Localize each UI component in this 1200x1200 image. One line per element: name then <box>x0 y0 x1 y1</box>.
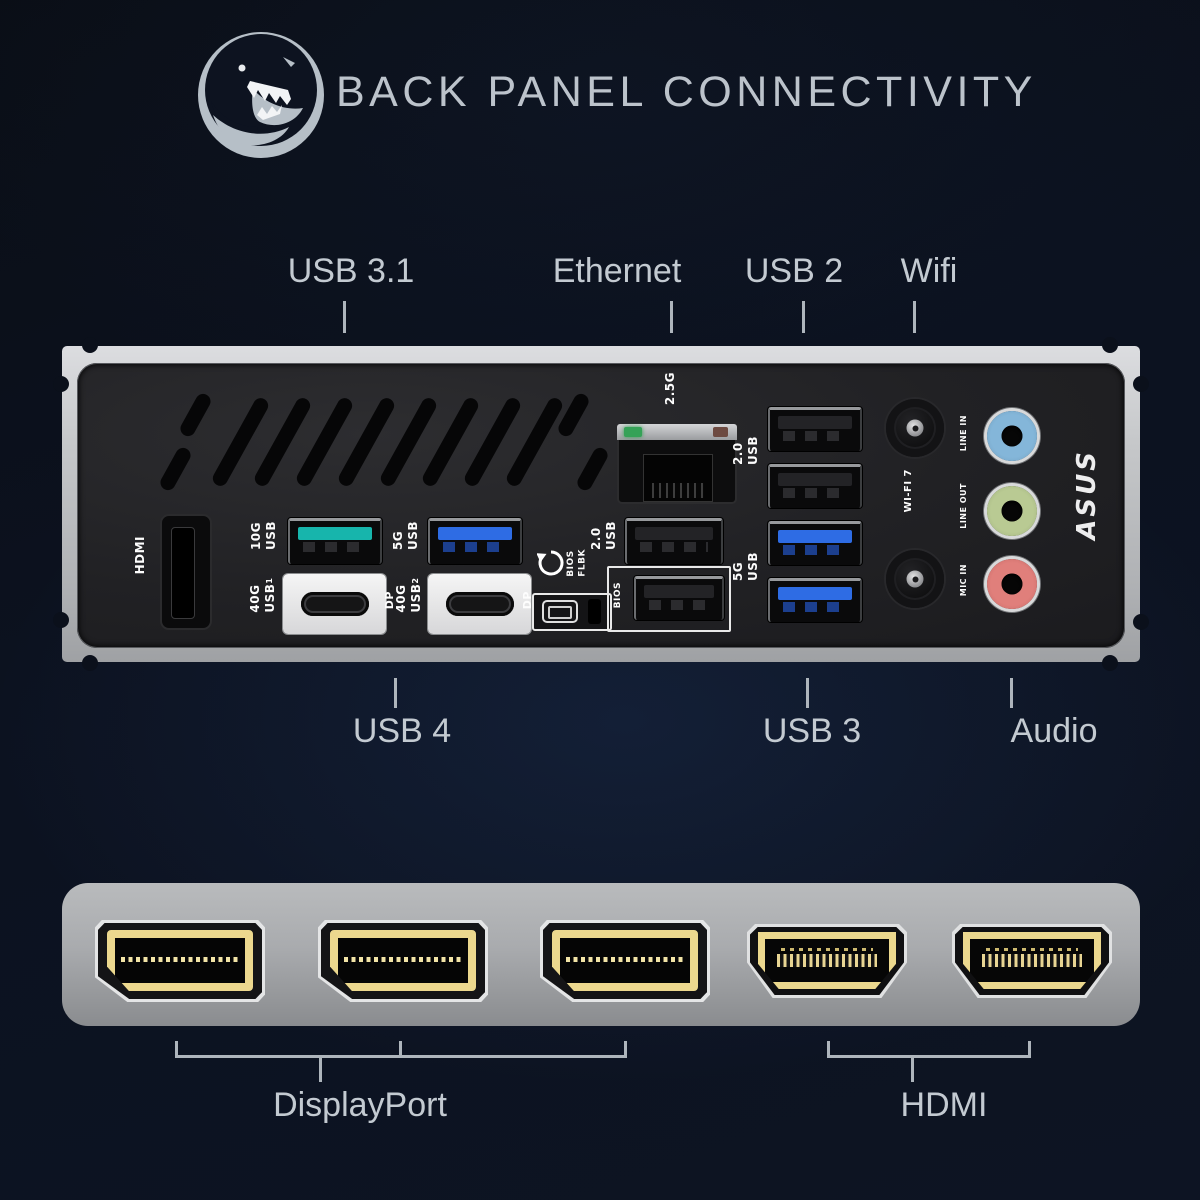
mic-in-jack <box>987 559 1037 609</box>
bracket-notch <box>1133 614 1149 630</box>
bios-flashback-icon <box>537 550 564 576</box>
hdmi-port-label: HDMI <box>133 536 147 575</box>
brand-logo: ASUS <box>1072 449 1102 540</box>
bracket-notch <box>1102 655 1118 671</box>
bracket-notch <box>53 376 69 392</box>
bracket-notch <box>82 337 98 353</box>
hdmi-port-rear <box>160 514 212 630</box>
callout-audio: Audio <box>1010 712 1098 750</box>
bracket-tick <box>624 1041 627 1058</box>
ethernet-led-green <box>624 427 642 437</box>
bracket-notch <box>82 655 98 671</box>
page-title: BACK PANEL CONNECTIVITY <box>336 68 1037 116</box>
hdmi-out-1 <box>747 924 907 998</box>
callout-tick <box>670 301 673 333</box>
bracket-stem <box>911 1055 914 1082</box>
callout-displayport: DisplayPort <box>273 1086 447 1124</box>
callout-usb2: USB 2 <box>744 252 844 290</box>
usb-c-port-2 <box>428 574 531 634</box>
line-in-label: LINE IN <box>959 415 968 452</box>
usb-5g-port <box>428 518 522 564</box>
wifi-label: WI-FI 7 <box>903 469 914 513</box>
bracket-tick <box>827 1041 830 1058</box>
usb-2-port-2 <box>768 464 862 508</box>
bios-flashback-button <box>532 593 612 631</box>
bracket-tick <box>399 1041 402 1058</box>
bracket-notch <box>1133 376 1149 392</box>
callout-wifi: Wifi <box>900 252 958 290</box>
usb-10g-port <box>288 518 382 564</box>
usb-3-port-2 <box>768 578 862 622</box>
usb-20-mid-port <box>625 518 723 564</box>
bracket-tick <box>175 1041 178 1058</box>
callout-usb3: USB 3 <box>762 712 862 750</box>
callout-usb31: USB 3.1 <box>287 252 415 290</box>
hdmi-out-2 <box>952 924 1112 998</box>
callout-tick <box>343 301 346 333</box>
bracket-notch <box>53 612 69 628</box>
line-out-label: LINE OUT <box>959 483 968 529</box>
line-in-jack <box>987 411 1037 461</box>
line-out-jack <box>987 486 1037 536</box>
bracket-tick <box>1028 1041 1031 1058</box>
hdmi-bracket <box>827 1055 1031 1058</box>
callout-ethernet: Ethernet <box>552 252 682 290</box>
trex-logo-icon <box>198 32 324 158</box>
bios-usb-port <box>634 576 724 620</box>
usb-2-port-1 <box>768 407 862 451</box>
callout-tick <box>802 301 805 333</box>
usb4-1-label: 40G USB1 <box>248 578 277 613</box>
mic-in-label: MIC IN <box>959 564 968 597</box>
ethernet-speed-label: 2.5G <box>663 372 677 406</box>
bracket-stem <box>319 1055 322 1082</box>
bios-port-label: BIOS <box>613 582 623 609</box>
usb-3-port-1 <box>768 521 862 565</box>
bracket-notch <box>1102 337 1118 353</box>
callout-tick <box>806 678 809 708</box>
ethernet-port <box>617 424 737 504</box>
callout-tick <box>913 301 916 333</box>
callout-usb4: USB 4 <box>352 712 452 750</box>
wifi-antenna-connector-1 <box>886 399 944 457</box>
displayport-3 <box>540 920 710 1002</box>
displayport-1 <box>95 920 265 1002</box>
wifi-antenna-connector-2 <box>886 550 944 608</box>
usb-c-port-1 <box>283 574 386 634</box>
ethernet-led-amber <box>713 427 728 437</box>
displayport-2 <box>318 920 488 1002</box>
usb4-2-label: 40G USB2 <box>394 578 423 613</box>
callout-tick <box>1010 678 1013 708</box>
callout-hdmi: HDMI <box>900 1086 988 1124</box>
bios-port-frame <box>607 566 731 632</box>
callout-tick <box>394 678 397 708</box>
